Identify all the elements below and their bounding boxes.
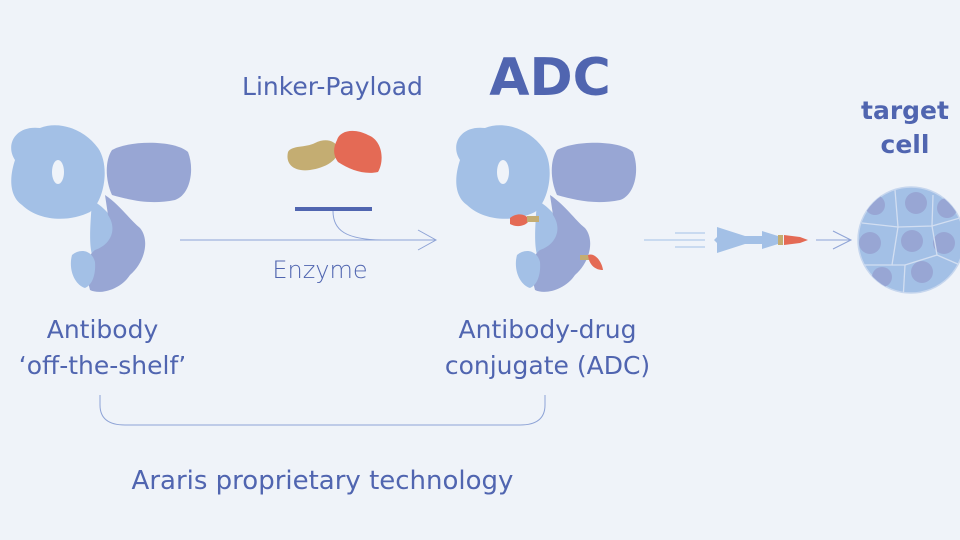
technology-label: Araris proprietary technology — [131, 466, 514, 496]
antibody-label: Antibody ‘off-the-shelf’ — [0, 312, 205, 384]
target-cell-graphic — [857, 186, 960, 294]
enzyme-symbol — [295, 207, 386, 241]
reaction-arrow — [180, 229, 438, 251]
target-cell-label: target cell — [850, 94, 960, 162]
motion-lines — [644, 232, 705, 248]
adc-line1: Antibody-drug — [458, 315, 637, 344]
adc-missile-icon — [714, 227, 808, 253]
adc-title: ADC — [489, 48, 611, 108]
linker-payload-label: Linker-Payload — [242, 72, 423, 101]
antibody-off-the-shelf-graphic — [11, 125, 192, 292]
technology-bracket — [99, 395, 546, 426]
linker-payload-graphic — [287, 130, 382, 173]
delivery-arrow — [816, 230, 853, 250]
enzyme-label: Enzyme — [272, 256, 368, 284]
target-cell-line2: cell — [880, 130, 930, 159]
antibody-line1: Antibody — [46, 315, 159, 344]
adc-line2: conjugate (ADC) — [444, 351, 651, 380]
adc-label: Antibody-drug conjugate (ADC) — [420, 312, 675, 384]
antibody-line2: ‘off-the-shelf’ — [18, 351, 187, 380]
target-cell-line1: target — [861, 96, 949, 125]
adc-graphic — [456, 125, 637, 292]
